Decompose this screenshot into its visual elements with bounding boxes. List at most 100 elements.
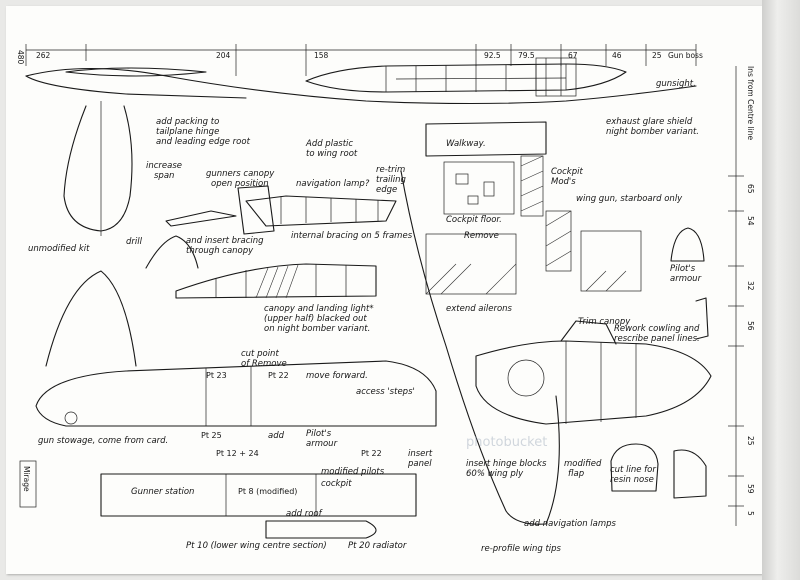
dim-56: 56 — [746, 321, 755, 331]
packing-label-3: and leading edge root — [156, 137, 251, 147]
retrim-label-3: edge — [376, 185, 397, 195]
dim-59: 59 — [746, 484, 755, 494]
packing-label-1: add packing to — [156, 117, 219, 127]
exhaust-label-1: exhaust glare shield — [606, 117, 693, 127]
gunners-canopy-label-1: gunners canopy — [206, 169, 275, 179]
insert-panel-label-2: panel — [407, 459, 432, 469]
dim-5: 5 — [746, 511, 755, 516]
cut-point-label-2: of Remove — [241, 359, 287, 369]
pilots-armour-label-1: Pilot's — [670, 264, 696, 274]
cockpit-sections — [425, 210, 642, 295]
canopy-light-label-3: on night bomber variant. — [264, 324, 370, 334]
cut-point-label-1: cut point — [241, 349, 279, 359]
add-nav-lamps-label: add navigation lamps — [524, 519, 617, 529]
gun-stowage-label: gun stowage, come from card. — [38, 436, 168, 446]
move-forward-label: move forward. — [306, 371, 368, 381]
packing-label-2: tailplane hinge — [156, 127, 219, 137]
nav-lamp-label: navigation lamp? — [296, 179, 370, 189]
modified-flap-label-2: flap — [568, 469, 584, 479]
modified-cockpit-label-2: cockpit — [321, 479, 352, 489]
dim-25: 25 — [652, 51, 662, 60]
dim-67: 67 — [568, 51, 578, 60]
trim-canopy-label: Trim canopy — [578, 317, 631, 327]
cut-line-label-2: resin nose — [610, 475, 654, 485]
pilots-armour2-label-1: Pilot's — [306, 429, 332, 439]
insert-bracing-label-2: through canopy — [186, 246, 254, 256]
pt23-label: Pt 23 — [206, 371, 227, 380]
walkway-outline — [425, 121, 547, 157]
pt20-label: Pt 20 radiator — [348, 541, 407, 551]
insert-hinge-label-2: 60% wing ply — [466, 469, 524, 479]
pt25-label: Pt 25 — [201, 431, 222, 440]
add-plastic-label-1: Add plastic — [305, 139, 353, 149]
modified-cockpit-label-1: modified pilots — [321, 467, 385, 477]
gunners-canopy-label-2: open position — [211, 179, 269, 189]
gun-boss-label: Gun boss — [668, 51, 703, 60]
cockpit-mods-label-1: Cockpit — [551, 167, 583, 177]
top-plan-view — [25, 57, 697, 105]
page-number: 480 — [16, 50, 25, 65]
canopy-side-view — [175, 263, 377, 299]
dim-204: 204 — [216, 51, 231, 60]
from-centreline-label: Ins from Centre line — [746, 66, 755, 140]
cockpit-floor-label: Cockpit floor. — [446, 215, 502, 225]
dim-32: 32 — [746, 281, 755, 291]
insert-bracing-label-1: and insert bracing — [186, 236, 264, 246]
right-dimension-line — [728, 66, 744, 526]
wing-planform — [400, 170, 560, 525]
pt10-label: Pt 10 (lower wing centre section) — [186, 541, 327, 551]
wing-gun-label: wing gun, starboard only — [576, 194, 683, 204]
walkway-label: Walkway. — [446, 139, 486, 149]
dim-65: 65 — [746, 184, 755, 194]
cockpit-floor-diagram — [443, 155, 544, 217]
pt22b-label: Pt 22 — [361, 449, 382, 458]
signature-box — [19, 460, 37, 508]
nose-cowling-drawing — [475, 297, 712, 499]
dim-46: 46 — [612, 51, 622, 60]
signature: Mirage — [22, 466, 31, 492]
canopy-light-label-2: (upper half) blacked out — [264, 314, 367, 324]
gunsight-label: gunsight. — [656, 79, 696, 89]
dim-54: 54 — [746, 216, 755, 226]
technical-drawing: 262 204 158 92.5 79.5 67 46 25 Gun boss … — [16, 44, 755, 554]
insert-panel-label-1: insert — [408, 449, 433, 459]
page-fold — [762, 0, 800, 580]
retrim-label-2: trailing — [376, 175, 407, 185]
pilots-armour-label-2: armour — [670, 274, 702, 284]
insert-hinge-label-1: insert hinge blocks — [466, 459, 547, 469]
pt12-label: Pt 12 + 24 — [216, 449, 259, 458]
rework-cowling-label-2: rescribe panel lines. — [614, 334, 700, 344]
add-label: add — [268, 431, 285, 441]
drill-canopy-shape — [145, 235, 199, 269]
canopy-light-label-1: canopy and landing light* — [264, 304, 374, 314]
increase-span-label-2: span — [154, 171, 174, 181]
remove-label: Remove — [464, 231, 499, 241]
watermark: photobucket — [466, 435, 547, 450]
access-steps-label: access 'steps' — [356, 387, 415, 397]
pilots-armour-shape — [670, 227, 705, 262]
unmodified-kit-label: unmodified kit — [28, 244, 90, 254]
add-roof-label: add roof — [286, 509, 324, 519]
rework-cowling-label-1: Rework cowling and — [614, 324, 700, 334]
add-plastic-label-2: to wing root — [306, 149, 358, 159]
pt8-label: Pt 8 (modified) — [238, 487, 297, 496]
lower-station-drawing — [100, 473, 417, 539]
pt22-label: Pt 22 — [268, 371, 289, 380]
dim-79-5: 79.5 — [518, 51, 535, 60]
tailplane-elevation — [63, 105, 133, 232]
modified-flap-label-1: modified — [564, 459, 602, 469]
retrim-label-1: re-trim — [376, 165, 405, 175]
dim-158: 158 — [314, 51, 329, 60]
top-dimension-line — [25, 44, 697, 76]
gunners-canopy-drawing — [165, 185, 397, 235]
cut-line-label-1: cut line for — [610, 465, 656, 475]
increase-span-label-1: increase — [146, 161, 182, 171]
reprofile-label: re-profile wing tips — [481, 544, 562, 554]
extend-ailerons-label: extend ailerons — [446, 304, 513, 314]
internal-bracing-label: internal bracing on 5 frames — [291, 231, 413, 241]
dim-92-5: 92.5 — [484, 51, 501, 60]
drawing-sheet: 262 204 158 92.5 79.5 67 46 25 Gun boss … — [6, 6, 762, 574]
dim-25b: 25 — [746, 436, 755, 446]
cockpit-mods-label-2: Mod's — [551, 177, 576, 187]
drill-label: drill — [126, 237, 143, 247]
